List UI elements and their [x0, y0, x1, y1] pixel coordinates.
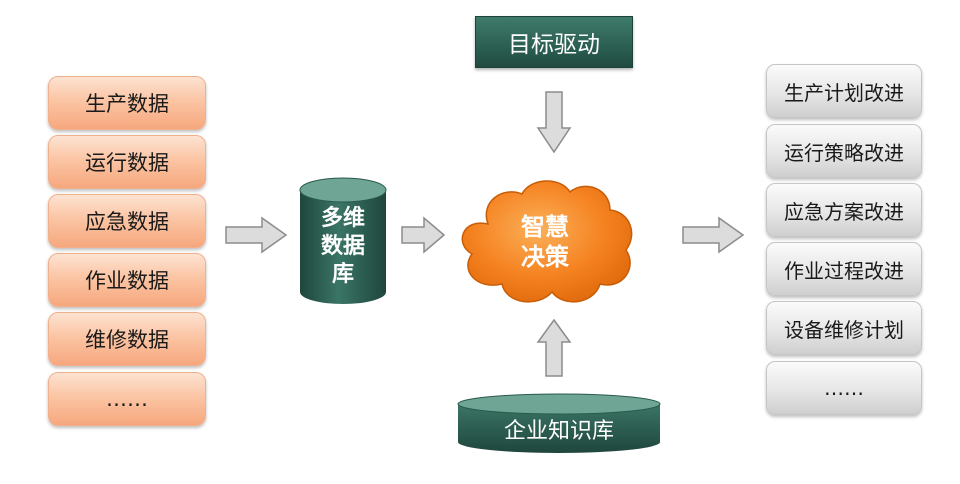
multidimensional-database: 多维 数据 库: [298, 176, 388, 306]
source-label: 运行数据: [85, 151, 169, 175]
source-box-emergency-data: 应急数据: [48, 194, 206, 248]
source-box-production-data: 生产数据: [48, 76, 206, 130]
database-label-line2: 数据: [320, 234, 365, 259]
source-box-maintenance-data: 维修数据: [48, 312, 206, 366]
source-label: 应急数据: [85, 210, 169, 234]
source-box-operation-data: 运行数据: [48, 135, 206, 189]
result-box-work-process: 作业过程改进: [766, 242, 922, 296]
result-box-ellipsis: ……: [766, 361, 922, 415]
cloud-icon: [461, 180, 633, 303]
core-label-line1: 智慧: [521, 213, 569, 241]
database-cylinder-icon: [299, 177, 387, 304]
target-label: 目标驱动: [508, 32, 600, 58]
source-label: ……: [106, 387, 148, 411]
right-arrow-icon: [682, 216, 745, 254]
result-box-production-plan: 生产计划改进: [766, 64, 922, 118]
source-box-ellipsis: ……: [48, 372, 206, 426]
knowledge-base-label: 企业知识库: [503, 419, 614, 444]
up-arrow-icon: [536, 318, 572, 377]
result-box-emergency-plan: 应急方案改进: [766, 183, 922, 237]
result-box-operation-strategy: 运行策略改进: [766, 124, 922, 178]
down-arrow-icon: [536, 91, 572, 154]
enterprise-knowledge-base: 企业知识库: [456, 392, 662, 456]
result-label: 运行策略改进: [784, 140, 904, 165]
source-label: 生产数据: [85, 92, 169, 116]
result-label: 生产计划改进: [784, 80, 904, 105]
target-driven-box: 目标驱动: [475, 16, 633, 68]
result-label: 作业过程改进: [784, 258, 904, 283]
result-label: ……: [824, 376, 864, 400]
source-label: 维修数据: [85, 328, 169, 352]
source-label: 作业数据: [85, 269, 169, 293]
right-arrow-icon: [225, 216, 288, 254]
right-arrow-icon: [401, 216, 446, 254]
knowledge-base-cylinder-icon: [457, 393, 661, 453]
database-label-line3: 库: [331, 262, 354, 287]
result-label: 设备维修计划: [784, 317, 904, 342]
result-box-maintenance-plan: 设备维修计划: [766, 301, 922, 355]
core-label-line2: 决策: [521, 243, 569, 271]
database-label-line1: 多维: [320, 206, 365, 231]
smart-decision-cloud: 智慧 决策: [450, 172, 640, 312]
source-box-work-data: 作业数据: [48, 253, 206, 307]
result-label: 应急方案改进: [784, 199, 904, 224]
